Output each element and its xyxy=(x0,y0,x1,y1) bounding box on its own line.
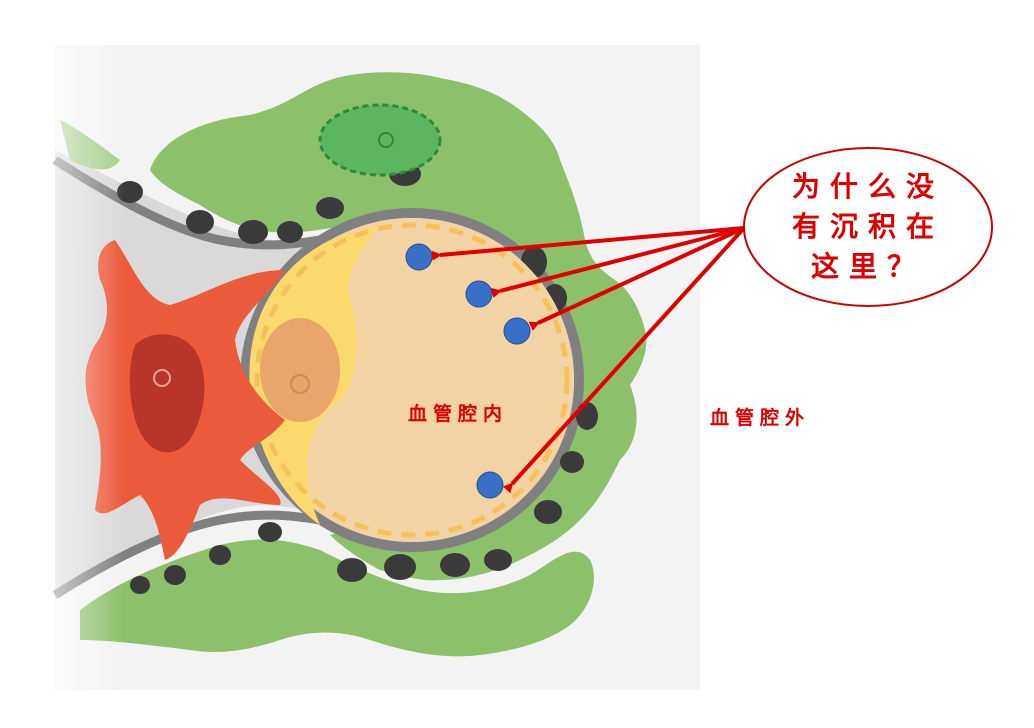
label-outside-lumen: 血管腔外 xyxy=(710,407,811,429)
callout-question: 为什么没 有沉积在 这里？ xyxy=(744,147,992,305)
callout-text: 为什么没 有沉积在 这里？ xyxy=(744,167,992,287)
label-inside-lumen: 血管腔内 xyxy=(408,403,509,425)
callout-line-3: 这里？ xyxy=(810,250,925,283)
callout-line-1: 为什么没 xyxy=(791,170,944,203)
callout-line-2: 有沉积在 xyxy=(791,210,944,243)
